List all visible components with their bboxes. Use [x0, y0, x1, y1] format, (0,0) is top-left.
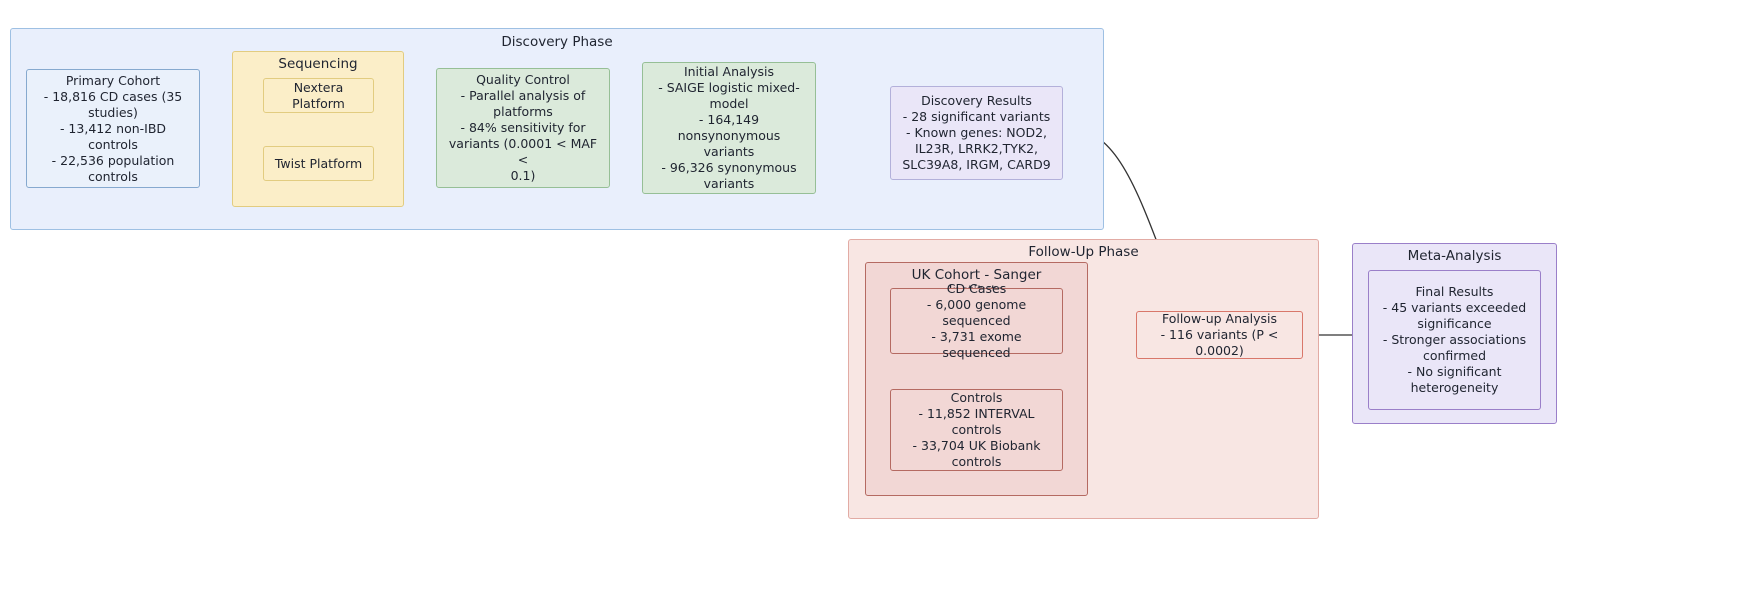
node-final-results[interactable]: Final Results - 45 variants exceeded sig… — [1368, 270, 1541, 410]
cd-cases-line-1: - 6,000 genome sequenced — [926, 297, 1027, 328]
final-results-line-2: significance — [1417, 316, 1492, 331]
controls-line-3: controls — [951, 454, 1002, 469]
subgraph-title-followup-phase: Follow-Up Phase — [1028, 244, 1139, 260]
discovery-results-line-3: IL23R, LRRK2,TYK2, — [914, 141, 1039, 156]
final-results-line-6: heterogeneity — [1410, 380, 1499, 395]
primary-cohort-heading: Primary Cohort — [65, 72, 161, 88]
primary-cohort-line-3: - 13,412 non-IBD controls — [59, 120, 167, 152]
followup-analysis-line-1: - 116 variants (P < 0.0002) — [1160, 327, 1279, 358]
final-results-heading: Final Results — [1415, 284, 1494, 299]
discovery-results-line-2: - Known genes: NOD2, — [905, 125, 1048, 140]
initial-analysis-line-4: variants — [703, 144, 755, 159]
controls-heading: Controls — [950, 390, 1003, 405]
cd-cases-heading: CD Cases — [946, 281, 1007, 296]
initial-analysis-heading: Initial Analysis — [683, 64, 775, 79]
followup-analysis-heading: Follow-up Analysis — [1161, 311, 1278, 326]
subgraph-sequencing: Sequencing — [232, 51, 404, 207]
quality-control-line-1: - Parallel analysis of — [460, 88, 586, 103]
quality-control-line-3: - 84% sensitivity for — [460, 120, 586, 135]
uk-cohort-title-line-1: UK Cohort - Sanger — [911, 267, 1042, 283]
twist-platform-label: Twist Platform — [274, 155, 363, 171]
subgraph-title-sequencing: Sequencing — [278, 56, 358, 72]
subgraph-title-discovery-phase: Discovery Phase — [501, 34, 613, 50]
node-primary-cohort[interactable]: Primary Cohort - 18,816 CD cases (35 stu… — [26, 69, 200, 188]
primary-cohort-line-4: - 22,536 population — [51, 152, 175, 168]
discovery-results-line-1: - 28 significant variants — [902, 109, 1051, 124]
node-quality-control[interactable]: Quality Control - Parallel analysis of p… — [436, 68, 610, 188]
primary-cohort-line-1: - 18,816 CD cases (35 — [43, 88, 183, 104]
cd-cases-line-2: - 3,731 exome sequenced — [931, 329, 1022, 360]
discovery-results-heading: Discovery Results — [921, 93, 1032, 108]
node-discovery-results[interactable]: Discovery Results - 28 significant varia… — [890, 86, 1063, 180]
quality-control-line-5: 0.1) — [510, 168, 536, 183]
node-initial-analysis[interactable]: Initial Analysis - SAIGE logistic mixed-… — [642, 62, 816, 194]
initial-analysis-line-2: model — [709, 96, 749, 111]
final-results-line-3: - Stronger associations — [1382, 332, 1527, 347]
primary-cohort-line-5: controls — [88, 168, 138, 184]
final-results-line-1: - 45 variants exceeded — [1382, 300, 1527, 315]
primary-cohort-line-2: studies) — [88, 104, 138, 120]
initial-analysis-line-3: - 164,149 nonsynonymous — [677, 112, 781, 143]
node-followup-analysis[interactable]: Follow-up Analysis - 116 variants (P < 0… — [1136, 311, 1303, 359]
node-twist-platform[interactable]: Twist Platform — [263, 146, 374, 181]
controls-line-1: - 11,852 INTERVAL controls — [918, 406, 1035, 437]
initial-analysis-line-6: variants — [703, 176, 755, 191]
quality-control-line-4: variants (0.0001 < MAF < — [448, 136, 598, 167]
quality-control-line-2: platforms — [493, 104, 553, 119]
quality-control-heading: Quality Control — [476, 72, 570, 87]
initial-analysis-line-5: - 96,326 synonymous — [661, 160, 797, 175]
node-controls[interactable]: Controls - 11,852 INTERVAL controls - 33… — [890, 389, 1063, 471]
initial-analysis-line-1: - SAIGE logistic mixed- — [658, 80, 800, 95]
final-results-line-5: - No significant — [1407, 364, 1502, 379]
node-nextera-platform[interactable]: Nextera Platform — [263, 78, 374, 113]
subgraph-title-meta-analysis: Meta-Analysis — [1407, 248, 1502, 264]
nextera-platform-label: Nextera Platform — [292, 79, 345, 111]
final-results-line-4: confirmed — [1422, 348, 1487, 363]
controls-line-2: - 33,704 UK Biobank — [912, 438, 1041, 453]
discovery-results-line-4: SLC39A8, IRGM, CARD9 — [902, 157, 1051, 172]
node-cd-cases[interactable]: CD Cases - 6,000 genome sequenced - 3,73… — [890, 281, 1063, 360]
